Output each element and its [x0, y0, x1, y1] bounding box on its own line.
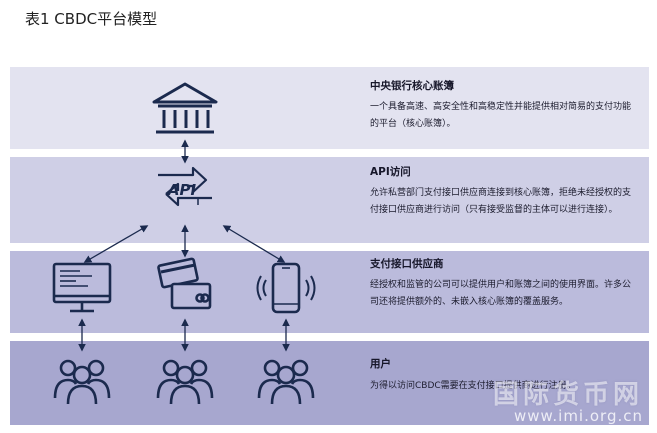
watermark-brand: 国际货币网	[492, 380, 643, 410]
payment-providers-heading: 支付接口供应商	[370, 258, 444, 270]
api-access-heading: API访问	[370, 166, 411, 178]
core-ledger-description: 一个具备高速、高安全性和高稳定性并能提供相对简易的支付功能的平台（核心账簿）。	[370, 102, 632, 129]
users-text: 用户 为得以访问CBDC需要在支付接口提供商进行注册。	[370, 356, 640, 395]
core-ledger-heading: 中央银行核心账簿	[370, 80, 454, 92]
mobile-phone-icon	[256, 262, 316, 314]
figure-title: 表1 CBDC平台模型	[25, 10, 158, 28]
bank-building-icon	[152, 82, 218, 134]
arrow-api-monitor	[83, 225, 149, 263]
api-access-text: API访问 允许私营部门支付接口供应商连接到核心账簿，拒绝未经授权的支付接口供应…	[370, 164, 640, 219]
layer-core-ledger	[10, 67, 649, 149]
users-heading: 用户	[370, 358, 391, 370]
api-exchange-icon	[158, 166, 212, 207]
layer-users	[10, 341, 649, 425]
payment-providers-description: 经授权和监管的公司可以提供用户和账簿之间的使用界面。许多公司还将提供额外的、未嵌…	[370, 280, 632, 307]
monitor-icon	[52, 262, 112, 313]
user-group-icon	[156, 359, 214, 405]
api-icon-label: API	[167, 181, 197, 199]
user-group-icon	[257, 359, 315, 405]
users-description: 为得以访问CBDC需要在支付接口提供商进行注册。	[370, 381, 576, 391]
user-group-icon	[53, 359, 111, 405]
watermark: 国际货币网 www.imi.org.cn	[493, 374, 643, 425]
api-access-description: 允许私营部门支付接口供应商连接到核心账簿，拒绝未经授权的支付接口供应商进行访问（…	[370, 188, 632, 215]
core-ledger-text: 中央银行核心账簿 一个具备高速、高安全性和高稳定性并能提供相对简易的支付功能的平…	[370, 78, 640, 133]
payment-cards-icon	[157, 257, 212, 310]
layer-payment-providers	[10, 251, 649, 333]
watermark-url: www.imi.org.cn	[513, 407, 643, 425]
payment-providers-text: 支付接口供应商 经授权和监管的公司可以提供用户和账簿之间的使用界面。许多公司还将…	[370, 256, 640, 311]
arrow-api-phone	[222, 225, 286, 263]
